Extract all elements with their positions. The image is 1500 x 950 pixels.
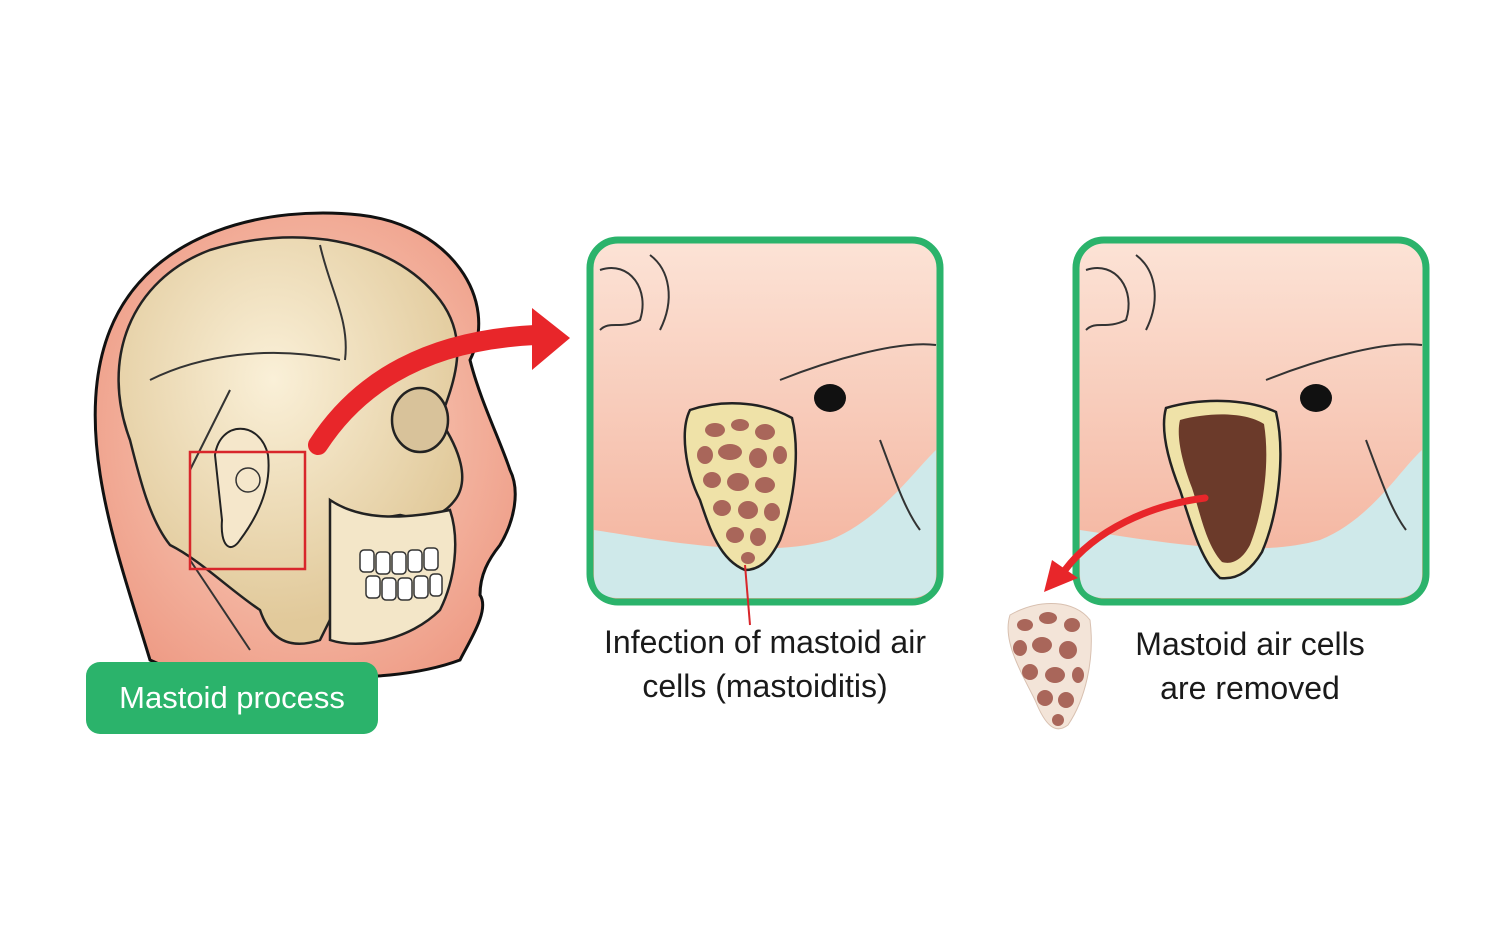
zoom-highlight-box [188, 450, 307, 571]
arrow-head-1 [532, 308, 570, 370]
arrow-head-2 [1044, 560, 1078, 592]
panel-infection [586, 236, 944, 606]
mastoid-cavity [1178, 414, 1267, 563]
infection-caption: Infection of mastoid air cells (mastoidi… [570, 620, 960, 708]
arrow-to-removed-cells [1061, 494, 1209, 574]
panel-removed [1072, 236, 1430, 606]
arrow-to-panel-1 [308, 325, 545, 455]
air-cells [697, 419, 787, 564]
infection-caption-line-2: cells (mastoiditis) [642, 668, 888, 704]
teeth [359, 547, 443, 601]
removed-air-cells [1007, 603, 1092, 730]
removed-caption-line-2: are removed [1160, 670, 1340, 706]
mastoid-process-label: Mastoid process [86, 662, 378, 734]
skull [117, 236, 464, 645]
removed-caption: Mastoid air cells are removed [1100, 622, 1400, 710]
removed-caption-line-1: Mastoid air cells [1135, 626, 1365, 662]
infection-caption-line-1: Infection of mastoid air [604, 624, 926, 660]
pointer-line-1 [744, 564, 751, 626]
